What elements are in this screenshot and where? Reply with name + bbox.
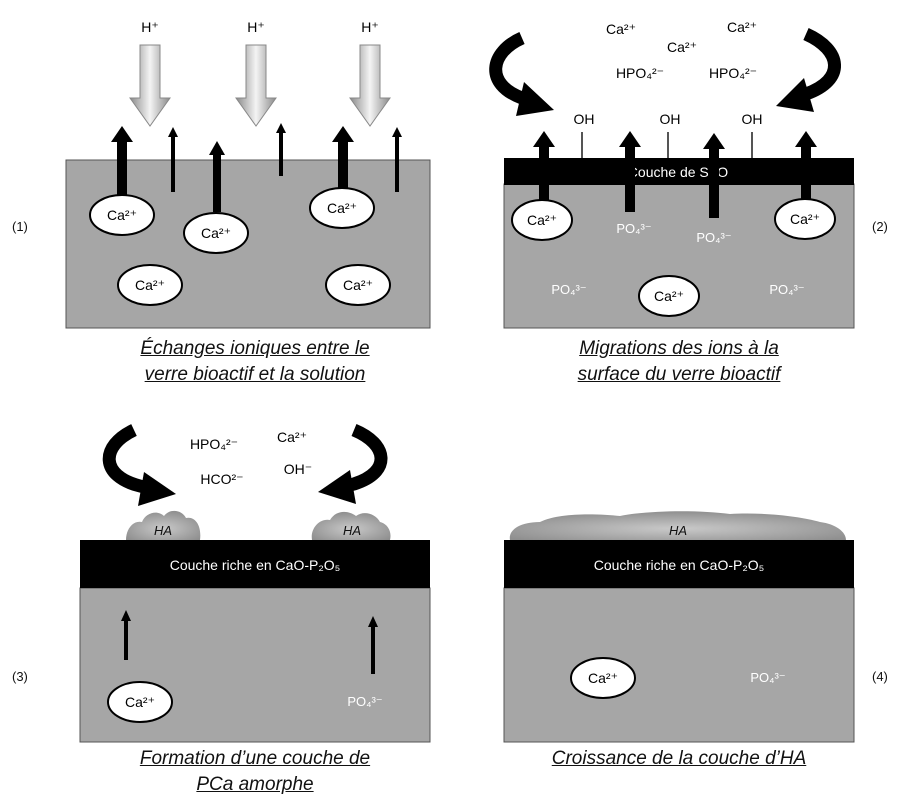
calcium-ion-label: Ca²⁺ [277, 429, 307, 445]
phosphate-ion-label: HPO₄²⁻ [709, 65, 757, 81]
caption-line: Croissance de la couche d’HA [551, 748, 807, 769]
caption-line: Migrations des ions à la [579, 338, 779, 359]
phosphate-ion-label: PO₄³⁻ [616, 221, 651, 236]
svg-text:Ca²⁺: Ca²⁺ [135, 277, 165, 293]
circulation-arrow [489, 32, 554, 116]
caption-line: Formation d’une couche de [139, 748, 371, 769]
svg-text:Ca²⁺: Ca²⁺ [125, 694, 155, 710]
circulation-arrow [102, 424, 176, 506]
carbonate-ion-label: HCO²⁻ [200, 471, 243, 487]
ca-out-arrow [332, 126, 354, 197]
ion-migration-arrow [703, 133, 725, 218]
svg-text:Ca²⁺: Ca²⁺ [588, 670, 618, 686]
h-ion-down-arrow [235, 44, 277, 127]
cao-p2o5-layer-label: Couche riche en CaO-P₂O₅ [594, 557, 765, 573]
oh-label: OH [660, 111, 681, 127]
h-ion-label: H⁺ [361, 19, 379, 35]
ion-migration-arrow [121, 610, 131, 660]
caption-line: surface du verre bioactif [577, 364, 781, 385]
calcium-ion: Ca²⁺ [774, 198, 836, 240]
hydroxyapatite-deposit: HA [126, 510, 201, 540]
panel-caption: Croissance de la couche d’HA [504, 746, 854, 772]
oh-label: OH [742, 111, 763, 127]
calcium-ion-label: Ca²⁺ [667, 39, 697, 55]
svg-text:Ca²⁺: Ca²⁺ [343, 277, 373, 293]
hydroxide-ion-label: OH⁻ [284, 461, 312, 477]
calcium-ion: Ca²⁺ [511, 199, 573, 241]
hydroxyapatite-deposit: HA [311, 511, 391, 540]
calcium-ion: Ca²⁺ [309, 187, 375, 229]
calcium-ion: Ca²⁺ [107, 681, 173, 723]
h-ion-label: H⁺ [247, 19, 265, 35]
calcium-ion: Ca²⁺ [570, 657, 636, 699]
h-ion-down-arrow [349, 44, 391, 127]
hydroxyapatite-layer: HA [509, 511, 846, 540]
silica-layer-label: Couche de Si₂O [628, 164, 728, 180]
svg-text:Ca²⁺: Ca²⁺ [107, 207, 137, 223]
panel-caption: Formation d’une couche de PCa amorphe [80, 746, 430, 798]
phosphate-ion-label: HPO₄²⁻ [616, 65, 664, 81]
svg-text:Ca²⁺: Ca²⁺ [654, 288, 684, 304]
panel-4: HA Couche riche en CaO-P₂O₅ Ca²⁺ PO₄³⁻ [503, 511, 855, 743]
cao-p2o5-layer-label: Couche riche en CaO-P₂O₅ [170, 557, 341, 573]
svg-text:Ca²⁺: Ca²⁺ [790, 211, 820, 227]
ion-migration-arrow [368, 616, 378, 674]
silica-layer [504, 158, 854, 185]
caption-line: Échanges ioniques entre le [140, 338, 370, 359]
calcium-ion-label: Ca²⁺ [727, 19, 757, 35]
phosphate-ion-label: HPO₄²⁻ [190, 436, 238, 452]
h-ion-label: H⁺ [141, 19, 159, 35]
ion-migration-arrow [795, 131, 817, 206]
glass-substrate [503, 587, 855, 743]
phosphate-ion-label: PO₄³⁻ [750, 670, 785, 685]
oh-label: OH [574, 111, 595, 127]
caption-line: PCa amorphe [196, 774, 314, 795]
phosphate-ion-label: PO₄³⁻ [769, 282, 804, 297]
calcium-ion: Ca²⁺ [117, 264, 183, 306]
panel-number: (4) [872, 669, 888, 684]
svg-text:Ca²⁺: Ca²⁺ [201, 225, 231, 241]
calcium-ion: Ca²⁺ [89, 194, 155, 236]
svg-text:Ca²⁺: Ca²⁺ [327, 200, 357, 216]
panel-2: Couche de Si₂O OH OH OH Ca²⁺ Ca²⁺ Ca²⁺ H… [489, 19, 855, 329]
cao-p2o5-layer [80, 540, 430, 588]
cao-p2o5-layer [504, 540, 854, 588]
panel-caption: Échanges ioniques entre le verre bioacti… [80, 336, 430, 388]
caption-line: verre bioactif et la solution [144, 364, 366, 385]
svg-text:HA: HA [154, 523, 172, 538]
ca-out-arrow [209, 141, 225, 212]
calcium-ion: Ca²⁺ [638, 275, 700, 317]
phosphate-ion-label: PO₄³⁻ [696, 230, 731, 245]
ion-exchange-arrow [276, 123, 286, 176]
h-ion-down-arrow [129, 44, 171, 127]
panel-number: (3) [12, 669, 28, 684]
ion-exchange-arrow [392, 127, 402, 192]
circulation-arrow [318, 423, 388, 504]
ion-migration-arrow [533, 131, 555, 212]
svg-text:Ca²⁺: Ca²⁺ [527, 212, 557, 228]
ion-migration-arrow [619, 131, 641, 212]
ion-exchange-arrow [168, 127, 178, 192]
calcium-ion: Ca²⁺ [325, 264, 391, 306]
panel-3: HPO₄²⁻ Ca²⁺ HCO²⁻ OH⁻ HA HA Couche riche… [79, 423, 431, 743]
panel-number: (1) [12, 219, 28, 234]
svg-text:HA: HA [343, 523, 361, 538]
svg-text:HA: HA [669, 523, 687, 538]
panel-1: H⁺ H⁺ H⁺ [65, 19, 431, 329]
panel-number: (2) [872, 219, 888, 234]
phosphate-ion-label: PO₄³⁻ [347, 694, 382, 709]
calcium-ion-label: Ca²⁺ [606, 21, 636, 37]
panel-caption: Migrations des ions à la surface du verr… [504, 336, 854, 388]
ca-out-arrow [111, 126, 133, 203]
circulation-arrow [776, 28, 841, 112]
calcium-ion: Ca²⁺ [183, 212, 249, 254]
phosphate-ion-label: PO₄³⁻ [551, 282, 586, 297]
